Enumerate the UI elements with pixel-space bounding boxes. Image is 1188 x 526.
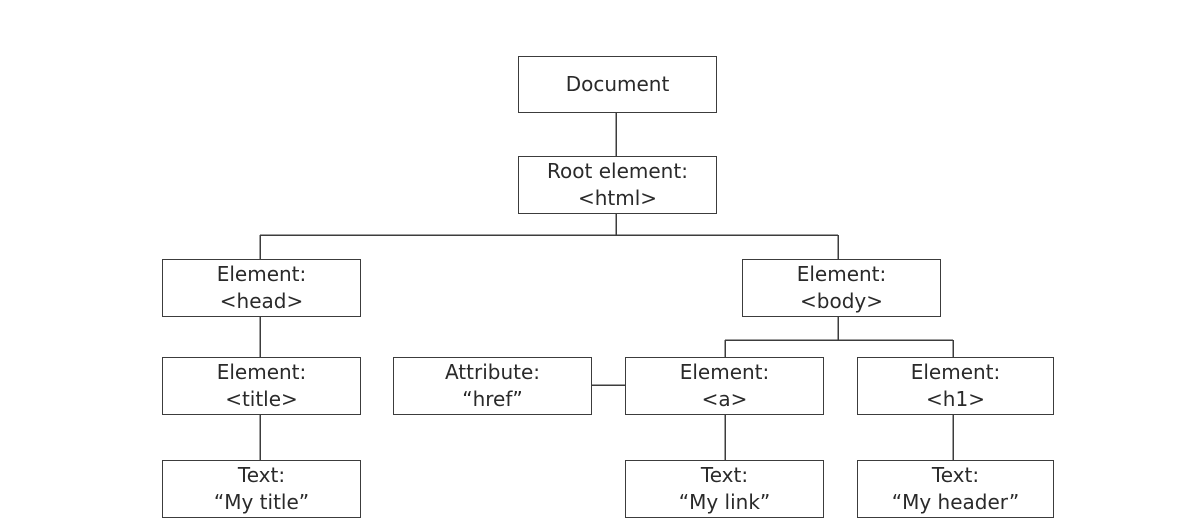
node-a-element: Element: <a> xyxy=(625,357,824,415)
node-a-element-line-2: <a> xyxy=(701,387,748,411)
node-head-element-line-1: Element: xyxy=(216,262,307,286)
node-href-attribute-line-1: Attribute: xyxy=(444,360,541,384)
node-a-element-line-1: Element: xyxy=(679,360,770,384)
node-title-element-line-2: <title> xyxy=(225,387,298,411)
node-href-attribute-line-2: “href” xyxy=(462,387,523,411)
node-text-my-title: Text: “My title” xyxy=(162,460,361,518)
node-root-element-line-1: Root element: xyxy=(547,159,688,183)
node-body-element: Element: <body> xyxy=(742,259,941,317)
node-text-my-title-line-1: Text: xyxy=(237,463,286,487)
node-body-element-line-2: <body> xyxy=(800,289,883,313)
node-h1-element-line-2: <h1> xyxy=(926,387,985,411)
node-document-line-1: Document xyxy=(565,72,670,96)
node-title-element-line-1: Element: xyxy=(216,360,307,384)
node-text-my-title-line-2: “My title” xyxy=(213,490,310,514)
node-h1-element: Element: <h1> xyxy=(857,357,1054,415)
node-text-my-link-line-2: “My link” xyxy=(678,490,771,514)
node-body-element-line-1: Element: xyxy=(796,262,887,286)
node-document: Document xyxy=(518,56,717,113)
node-text-my-header-line-2: “My header” xyxy=(891,490,1020,514)
node-head-element-line-2: <head> xyxy=(219,289,304,313)
node-text-my-header-line-1: Text: xyxy=(931,463,980,487)
node-text-my-link: Text: “My link” xyxy=(625,460,824,518)
node-text-my-link-line-1: Text: xyxy=(700,463,749,487)
node-h1-element-line-1: Element: xyxy=(910,360,1001,384)
node-href-attribute: Attribute: “href” xyxy=(393,357,592,415)
node-root-element: Root element: <html> xyxy=(518,156,717,214)
node-head-element: Element: <head> xyxy=(162,259,361,317)
node-text-my-header: Text: “My header” xyxy=(857,460,1054,518)
node-title-element: Element: <title> xyxy=(162,357,361,415)
node-root-element-line-2: <html> xyxy=(577,186,658,210)
